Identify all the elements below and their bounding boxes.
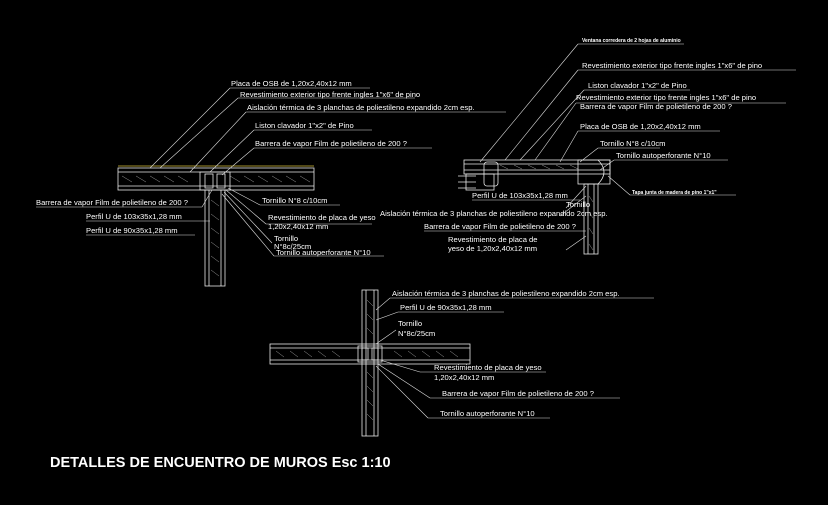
d1-perfil-90-label: Perfil U de 90x35x1,28 mm — [86, 226, 178, 235]
d2-liston-label: Liston clavador 1"x2" de Pino — [588, 81, 687, 90]
d3-revest-yeso-label-b: 1,20x2,40x12 mm — [434, 373, 494, 382]
detail-2-geometry — [458, 159, 611, 255]
d2-tornillo-n8-label: Tornillo N°8 c/10cm — [600, 139, 666, 148]
d2-tornillo-auto-label: Tornillo autoperforante N°10 — [616, 151, 711, 160]
detail-2-vertical-wall — [583, 183, 599, 255]
d2-barrera-2-label: Barrera de vapor Film de polietileno de … — [424, 222, 576, 231]
d1-revest-label: Revestimiento exterior tipo frente ingle… — [240, 90, 420, 99]
detail-3-leaders — [375, 297, 654, 419]
d3-tornillo-label-a: Tornillo — [398, 319, 422, 328]
d1-osb-label: Placa de OSB de 1,20x2,40x12 mm — [231, 79, 352, 88]
d2-revest-yeso-label-a: Revestimiento de placa de — [448, 235, 538, 244]
d1-barrera-left-label: Barrera de vapor Film de polietileno de … — [36, 198, 188, 207]
d3-tornillo-auto-label: Tornillo autoperforante N°10 — [440, 409, 535, 418]
d2-perfil-103-label: Perfil U de 103x35x1,28 mm — [472, 191, 568, 200]
detail-1-leaders — [36, 87, 506, 257]
d1-liston-label: Liston clavador 1"x2" de Pino — [255, 121, 354, 130]
d1-tornillo-auto-label: Tornillo autoperforante N°10 — [276, 248, 371, 257]
d2-aislacion-label: Aislación térmica de 3 planchas de polie… — [380, 209, 608, 218]
detail-3-stud-cluster — [357, 345, 383, 363]
d3-tornillo-label-b: N°8c/25cm — [398, 329, 435, 338]
d2-osb-label: Placa de OSB de 1,20x2,40x12 mm — [580, 122, 701, 131]
detail-1-vertical-wall — [204, 189, 226, 287]
detail-1-stud-cluster — [199, 171, 231, 191]
d1-perfil-103-label: Perfil U de 103x35x1,28 mm — [86, 212, 182, 221]
d1-barrera-top-label: Barrera de vapor Film de polietileno de … — [255, 139, 407, 148]
d2-revest-1-label: Revestimiento exterior tipo frente ingle… — [582, 61, 762, 70]
d3-barrera-label: Barrera de vapor Film de polietileno de … — [442, 389, 594, 398]
detail-3-vertical-wall — [361, 289, 379, 437]
detail-3-horizontal-wall — [269, 343, 471, 365]
d2-tapa-label: Tapa junta de madera de pino 1"x1" — [632, 190, 717, 196]
detail-1-geometry — [117, 165, 315, 287]
d1-tornillo-label-a: Tornillo — [274, 234, 298, 243]
d2-revest-2-label: Revestimiento exterior tipo frente ingle… — [576, 93, 756, 102]
d3-perfil-90-label: Perfil U de 90x35x1,28 mm — [400, 303, 492, 312]
d2-revest-yeso-label-b: yeso de 1,20x2,40x12 mm — [448, 244, 537, 253]
d3-revest-yeso-label-a: Revestimiento de placa de yeso — [434, 363, 542, 372]
d1-revest-yeso-label-a: Revestimiento de placa de yeso — [268, 213, 376, 222]
d1-revest-yeso-label-b: 1,20x2,40x12 mm — [268, 222, 328, 231]
detail-2-leaders — [424, 43, 796, 251]
d2-ventana-label: Ventana corredera de 2 hojas de aluminio — [582, 38, 681, 44]
d2-barrera-label: Barrera de vapor Film de polietileno de … — [580, 102, 732, 111]
detail-3-geometry — [269, 289, 471, 437]
d1-aislacion-label: Aislación térmica de 3 planchas de polie… — [247, 103, 475, 112]
drawing-title: DETALLES DE ENCUENTRO DE MUROS Esc 1:10 — [50, 455, 391, 471]
d3-aislacion-label: Aislación térmica de 3 planchas de polie… — [392, 289, 620, 298]
detail-1-horizontal-wall — [117, 167, 315, 191]
d1-tornillo-n8-label: Tornillo N°8 c/10cm — [262, 196, 328, 205]
d2-tornillo-label: Tornillo — [566, 200, 590, 209]
d1-tornillo-label-b: N°8c/25cm — [274, 242, 311, 251]
